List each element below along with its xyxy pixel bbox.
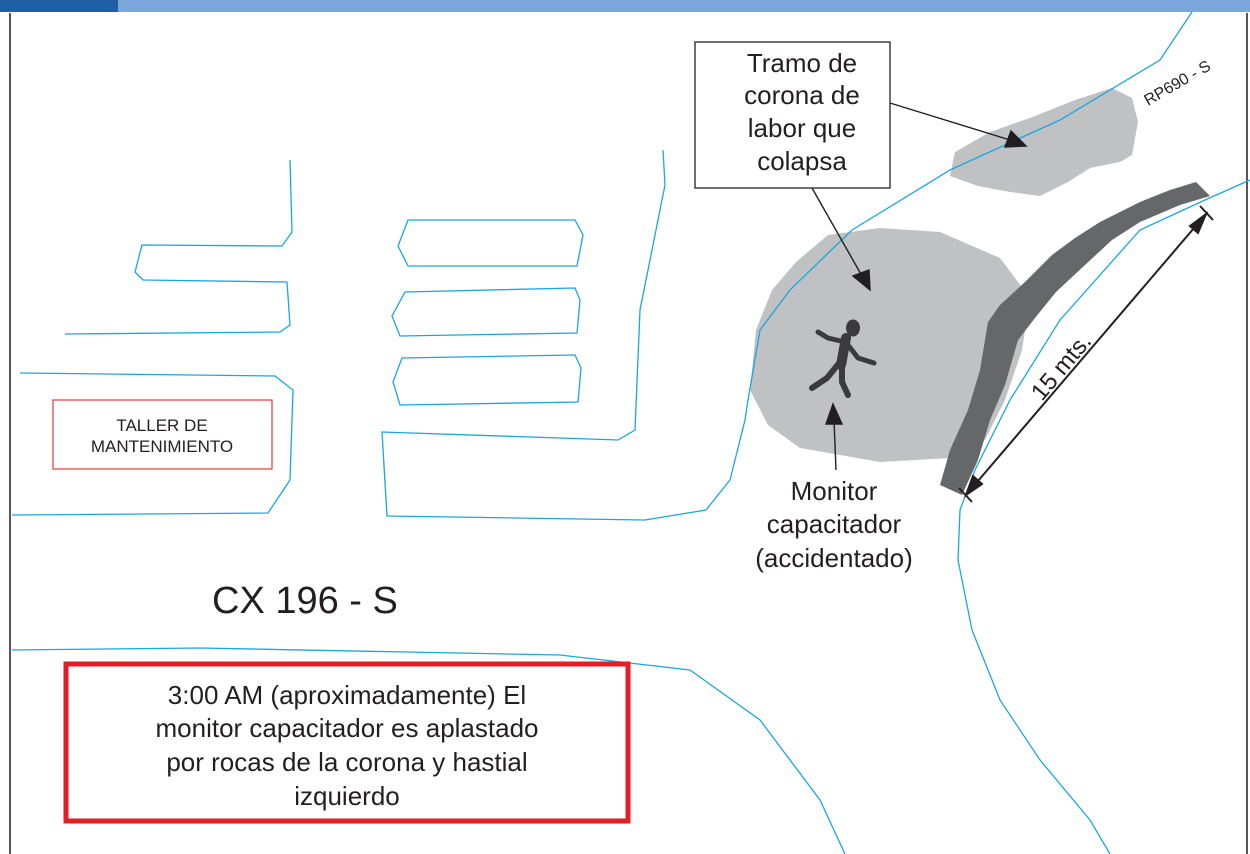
note-line3: por rocas de la corona y hastial xyxy=(166,747,527,777)
tramo-label-line3: labor que xyxy=(748,113,856,143)
person-figure-icon xyxy=(809,319,877,398)
taller-box xyxy=(52,399,273,470)
arrowhead-zone xyxy=(851,269,871,292)
collapse-zone-main xyxy=(750,228,1030,462)
note-line1: 3:00 AM (aproximadamente) El xyxy=(168,680,526,710)
arrow-tramo-to-zone xyxy=(811,187,863,277)
arrowhead-rp690 xyxy=(1003,129,1028,148)
cx196-label: CX 196 - S xyxy=(212,580,398,622)
arrowhead-figure xyxy=(825,402,844,425)
arrow-monitor-to-figure xyxy=(833,419,837,471)
dimension-arrow-bottom xyxy=(963,474,984,498)
gallery-bottom xyxy=(11,647,846,854)
tramo-label-line2: corona de xyxy=(744,80,860,110)
header-bar-light xyxy=(118,0,1250,12)
gallery-right xyxy=(957,179,1250,854)
collapse-zone-rp690 xyxy=(950,88,1138,196)
dimension-arrow-top xyxy=(1188,210,1209,235)
monitor-label-line2: capacitador xyxy=(767,509,902,539)
header-bar-dark xyxy=(0,0,118,12)
gallery-upper-left xyxy=(64,159,293,335)
note-line4: izquierdo xyxy=(294,781,400,811)
gallery-center xyxy=(381,11,1193,521)
arrow-tramo-to-rp690 xyxy=(889,102,1011,141)
gallery-lines xyxy=(11,11,1250,854)
note-box xyxy=(63,661,631,824)
taller-label-line1: TALLER DE xyxy=(116,416,207,435)
monitor-label-line3: (accidentado) xyxy=(755,543,913,573)
rp690-label: RP690 - S xyxy=(1142,58,1214,110)
tramo-label-line4: colapsa xyxy=(757,146,847,176)
gallery-left-lower xyxy=(11,372,294,516)
collapsed-wall xyxy=(940,182,1210,495)
gallery-room-3 xyxy=(392,354,582,406)
taller-label-line2: MANTENIMIENTO xyxy=(91,437,233,456)
gallery-room-1 xyxy=(397,219,584,267)
gallery-room-2 xyxy=(391,287,581,337)
monitor-label-line1: Monitor xyxy=(791,476,878,506)
tramo-label-line1: Tramo de xyxy=(747,48,857,78)
distance-label: 15 mts. xyxy=(1026,328,1097,406)
tramo-callout-box xyxy=(694,41,891,189)
note-line2: monitor capacitador es aplastado xyxy=(155,713,538,743)
dimension-line xyxy=(965,213,1207,496)
